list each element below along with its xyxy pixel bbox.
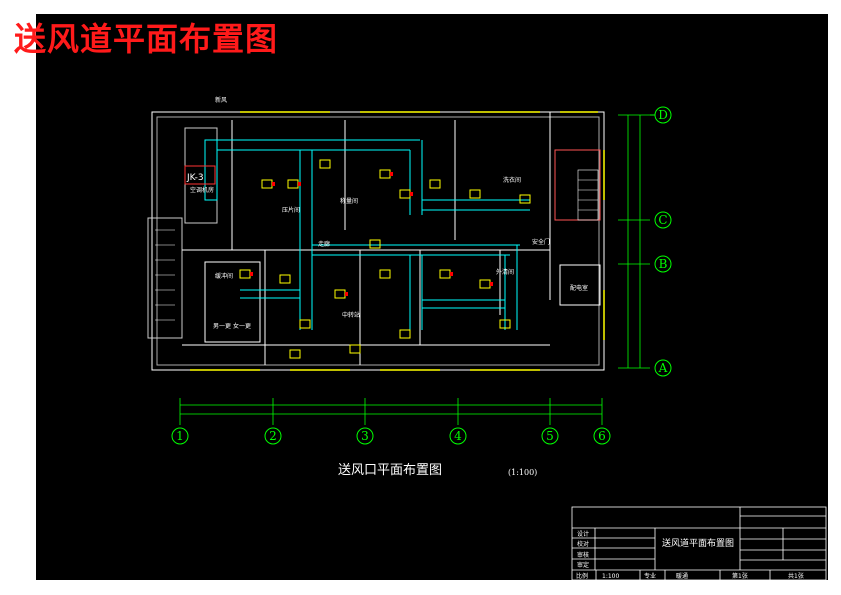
sign-label-check: 校对 bbox=[577, 540, 589, 548]
title-block bbox=[571, 506, 827, 581]
axis-bubble bbox=[654, 255, 672, 273]
supply-duct bbox=[204, 139, 530, 330]
room-label: 中转站 bbox=[342, 311, 360, 319]
title-block-text: 送风道平面布置图 设计 校对 审核 审定 比例 1:100 专业 暖通 第1张 … bbox=[576, 530, 804, 580]
sign-label-design: 设计 bbox=[577, 530, 589, 538]
drawing-caption: 送风口平面布置图 bbox=[338, 463, 442, 478]
axis-label: A bbox=[658, 361, 668, 375]
axis-bubble bbox=[541, 427, 559, 445]
diffuser-tags bbox=[250, 172, 493, 296]
axis-bubbles-horizontal: 1 2 3 4 5 6 bbox=[171, 427, 611, 445]
axis-label: 5 bbox=[546, 429, 554, 443]
room-label: 新风 bbox=[215, 96, 227, 104]
room-label: 压片间 bbox=[282, 206, 300, 214]
room-label: 外清间 bbox=[496, 268, 514, 276]
sheet-total: 共1张 bbox=[788, 572, 804, 580]
room-label: 洗衣间 bbox=[503, 176, 521, 184]
room-label: 男一更 bbox=[213, 323, 231, 330]
room-label: 走廊 bbox=[318, 240, 330, 248]
axis-label: B bbox=[659, 257, 668, 271]
axis-bubble bbox=[654, 211, 672, 229]
room-label: JK-3 bbox=[186, 173, 204, 183]
drawing-scale: (1:100) bbox=[508, 468, 537, 477]
axis-bubble bbox=[264, 427, 282, 445]
sign-label-approve: 审定 bbox=[577, 561, 589, 569]
axis-label: C bbox=[658, 213, 667, 227]
room-label: 缓冲间 bbox=[215, 272, 233, 280]
room-label: 女一更 bbox=[233, 322, 251, 330]
sheet-name: 送风道平面布置图 bbox=[662, 537, 734, 549]
room-label: 空调机房 bbox=[190, 186, 214, 194]
page-title: 送风道平面布置图 bbox=[14, 20, 279, 58]
scale-value: 1:100 bbox=[602, 573, 619, 580]
dimension-line bbox=[179, 114, 650, 425]
axis-bubble bbox=[654, 359, 672, 377]
scale-label: 比例 bbox=[576, 572, 588, 580]
axis-label: 2 bbox=[269, 429, 277, 443]
sheet-number: 第1张 bbox=[732, 572, 748, 580]
axis-label: D bbox=[658, 108, 668, 122]
jk3-tag-box bbox=[184, 165, 216, 185]
axis-bubble bbox=[171, 427, 189, 445]
discipline-value: 暖通 bbox=[676, 572, 688, 580]
axis-label: 6 bbox=[598, 429, 606, 443]
building-outline bbox=[147, 111, 605, 371]
room-label: 安全门 bbox=[532, 238, 550, 246]
yellow-windows bbox=[190, 111, 605, 371]
axis-label: 1 bbox=[176, 429, 184, 443]
axis-bubble bbox=[356, 427, 374, 445]
room-labels: JK-3 空调机房 新风 压片间 称量间 走廊 女一更 男一更 洗衣间 外清间 … bbox=[186, 96, 588, 330]
discipline-label: 专业 bbox=[644, 572, 656, 580]
axis-bubbles-vertical: D C B A bbox=[650, 106, 672, 377]
axis-label: 4 bbox=[454, 429, 462, 443]
axis-bubble bbox=[593, 427, 611, 445]
drawing-frame bbox=[36, 14, 828, 580]
stair-symbol bbox=[155, 169, 599, 321]
axis-bubble bbox=[654, 106, 672, 124]
room-label: 称量间 bbox=[340, 197, 358, 205]
room-label: 配电室 bbox=[570, 284, 588, 292]
sign-label-review: 审核 bbox=[577, 551, 589, 559]
axis-bubble bbox=[449, 427, 467, 445]
axis-label: 3 bbox=[361, 429, 369, 443]
